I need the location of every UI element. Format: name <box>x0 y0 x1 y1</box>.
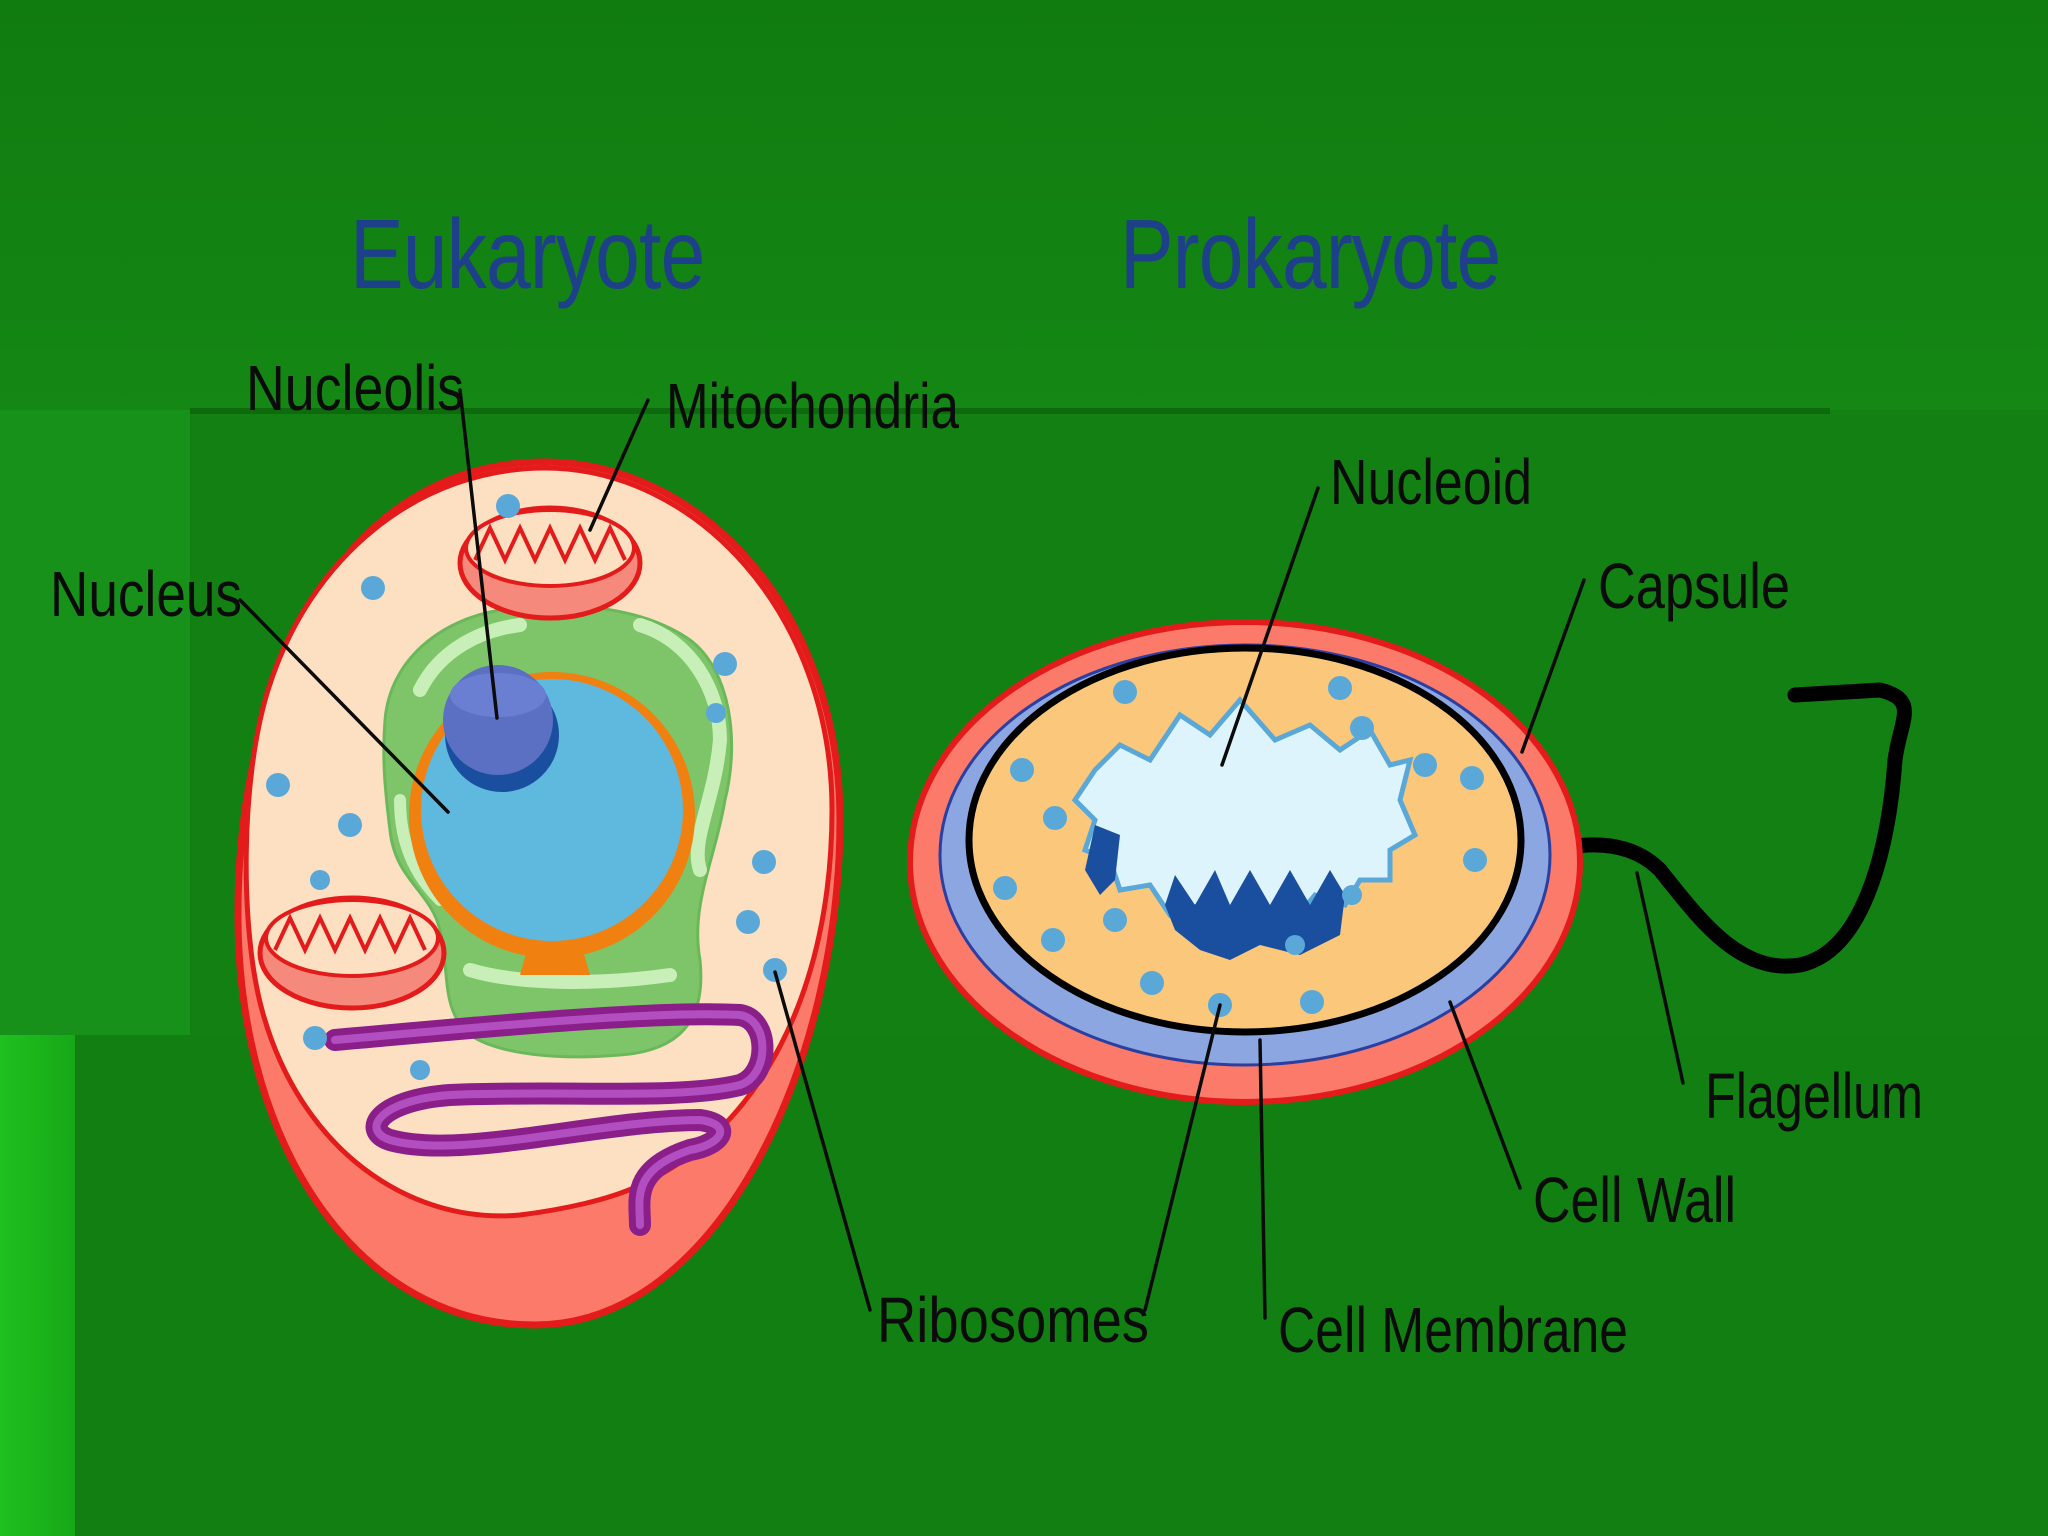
background-left-bright-strip <box>0 1035 75 1536</box>
leader-cell-membrane <box>1258 1038 1267 1320</box>
label-cell-membrane: Cell Membrane <box>1278 1294 1628 1366</box>
er-fold-1 <box>633 618 728 877</box>
nucleus-pore-stem <box>520 940 590 975</box>
label-ribosomes: Ribosomes <box>877 1284 1149 1356</box>
nucleolus-highlight <box>450 673 546 717</box>
label-nucleolis: Nucleolis <box>246 352 464 424</box>
panel-top-edge <box>190 408 1830 414</box>
eukaryote-ribosomes <box>266 494 787 1080</box>
leader-flagellum <box>1635 871 1685 1085</box>
leader-capsule <box>1520 578 1586 754</box>
label-capsule: Capsule <box>1598 550 1790 622</box>
prokaryote-cell <box>907 619 1912 1105</box>
label-flagellum: Flagellum <box>1705 1060 1923 1132</box>
flagellum <box>1492 682 1912 974</box>
background-top <box>0 0 2048 410</box>
mitochondrion-top <box>457 505 643 621</box>
prokaryote-ribosomes <box>993 676 1487 1017</box>
leader-nucleus <box>238 598 450 814</box>
label-nucleus: Nucleus <box>50 558 242 630</box>
label-mitochondria: Mitochondria <box>666 370 959 442</box>
mitochondrion-left <box>257 895 447 1011</box>
label-nucleoid: Nucleoid <box>1330 446 1532 518</box>
background-left-strip <box>0 410 195 1050</box>
nucleoid-dna-left <box>1085 825 1120 895</box>
leader-cell-wall <box>1448 1000 1522 1190</box>
er-fold-3 <box>463 963 677 989</box>
leader-lines <box>238 388 1685 1320</box>
prokaryote-title: Prokaryote <box>1120 199 1501 309</box>
er-fold-2 <box>413 618 527 697</box>
label-cell-wall: Cell Wall <box>1533 1164 1736 1236</box>
eukaryote-title: Eukaryote <box>350 199 705 309</box>
leader-nucleolis <box>458 388 499 720</box>
leader-nucleoid <box>1220 486 1320 767</box>
labels: Nucleolis Mitochondria Nucleus Ribosomes… <box>50 352 1923 1366</box>
leader-mitochondria <box>588 398 650 532</box>
leader-ribosomes-prok <box>1143 1003 1222 1312</box>
leader-ribosomes-euk <box>773 970 872 1312</box>
eukaryote-cell <box>234 458 844 1329</box>
